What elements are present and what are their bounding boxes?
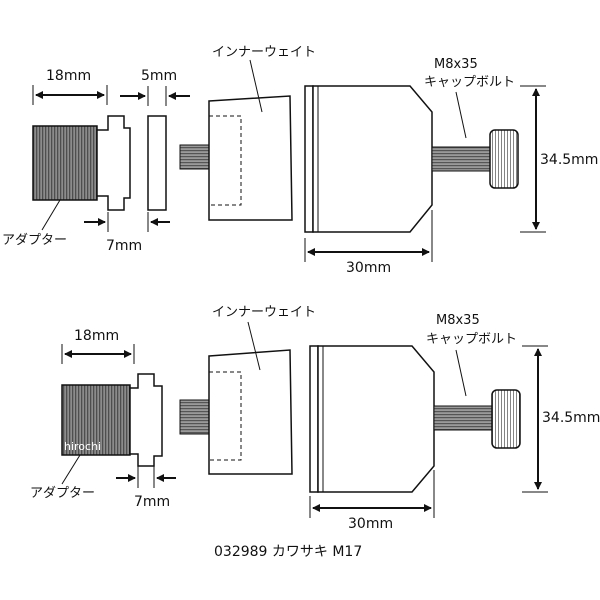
svg-text:インナーウェイト: インナーウェイト [212, 305, 316, 320]
dim-adapter-length: 18mm [32, 68, 108, 105]
dim-collar: 7mm [116, 466, 176, 510]
product-caption: 032989 カワサキ M17 [214, 544, 362, 560]
cap-bolt [431, 129, 519, 189]
label-adapter: アダプター [2, 199, 67, 248]
dim-adapter-length: 18mm [61, 328, 135, 364]
inner-weight [208, 349, 293, 475]
svg-text:アダプター: アダプター [2, 233, 67, 248]
adapter-collar [96, 115, 131, 211]
adapter: hirochi [61, 373, 163, 467]
inner-weight [208, 95, 293, 221]
adapter-thread [61, 384, 131, 456]
dim-diameter: 34.5mm [520, 85, 598, 233]
svg-text:アダプター: アダプター [30, 486, 95, 501]
spacer [147, 115, 167, 211]
svg-text:7mm: 7mm [106, 238, 142, 254]
svg-text:18mm: 18mm [74, 328, 119, 344]
cap-bolt [433, 389, 521, 449]
svg-text:18mm: 18mm [46, 68, 91, 84]
inner-weight-stud [179, 144, 211, 170]
svg-text:30mm: 30mm [346, 260, 391, 276]
inner-weight-stud [179, 399, 213, 435]
svg-text:キャップボルト: キャップボルト [424, 75, 515, 90]
svg-text:5mm: 5mm [141, 68, 177, 84]
assembly-top: 18mm 5mm 7mm 30mm [2, 45, 598, 276]
svg-text:34.5mm: 34.5mm [540, 152, 598, 168]
label-cap-bolt: M8x35 キャップボルト [426, 313, 517, 397]
adapter-collar [129, 373, 163, 467]
label-cap-bolt: M8x35 キャップボルト [424, 57, 515, 139]
dim-spacer: 5mm [120, 68, 190, 106]
assembly-bottom: hirochi 18mm [30, 305, 600, 532]
svg-text:34.5mm: 34.5mm [542, 410, 600, 426]
svg-text:M8x35: M8x35 [434, 57, 478, 72]
dim-collar: 7mm [84, 212, 170, 254]
main-weight [304, 85, 433, 233]
svg-text:インナーウェイト: インナーウェイト [212, 45, 316, 60]
label-inner-weight: インナーウェイト [212, 45, 316, 113]
svg-text:7mm: 7mm [134, 494, 170, 510]
label-inner-weight: インナーウェイト [212, 305, 316, 371]
dim-weight-length: 30mm [309, 470, 435, 532]
dim-diameter: 34.5mm [522, 345, 600, 493]
svg-text:キャップボルト: キャップボルト [426, 332, 517, 347]
watermark: hirochi [64, 440, 101, 453]
adapter [32, 115, 131, 211]
main-weight [309, 345, 435, 493]
dim-weight-length: 30mm [304, 210, 433, 276]
adapter-thread [32, 125, 98, 201]
label-adapter: アダプター [30, 454, 95, 501]
svg-text:M8x35: M8x35 [436, 313, 480, 328]
svg-text:30mm: 30mm [348, 516, 393, 532]
